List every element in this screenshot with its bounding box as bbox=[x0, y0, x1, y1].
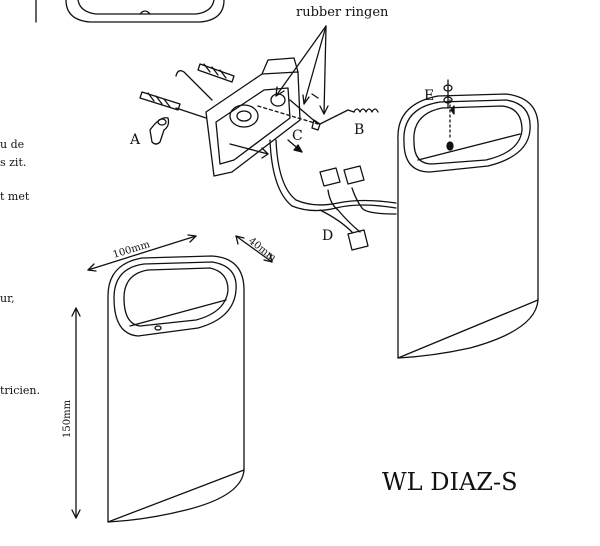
dim-height: 150mm bbox=[62, 399, 73, 438]
arrow-c bbox=[287, 139, 303, 153]
label-e: E bbox=[424, 88, 434, 104]
label-d: D bbox=[322, 228, 333, 244]
dim-depth: 40mm bbox=[246, 236, 278, 264]
side-text-5: tricien. bbox=[0, 384, 40, 397]
rubber-rings-label: rubber ringen bbox=[296, 5, 389, 20]
top-view-fragment bbox=[35, 0, 225, 23]
side-text-1: u de bbox=[0, 138, 25, 151]
side-text-4: ur, bbox=[0, 292, 15, 305]
knob-a bbox=[149, 117, 170, 145]
label-c: C bbox=[292, 128, 303, 144]
screw-e bbox=[443, 79, 455, 115]
lamp-dimensioned bbox=[107, 255, 245, 523]
wires bbox=[269, 139, 397, 233]
connector-blocks bbox=[319, 165, 369, 251]
dimension-lines bbox=[71, 234, 273, 519]
lamp-assembled bbox=[397, 93, 539, 359]
model-name: WL DIAZ-S bbox=[382, 468, 518, 496]
mounting-bracket bbox=[205, 57, 301, 177]
wall-plugs bbox=[139, 63, 235, 119]
label-a: A bbox=[129, 132, 141, 148]
side-text-3: t met bbox=[0, 190, 30, 203]
label-b: B bbox=[354, 122, 364, 138]
screws bbox=[229, 93, 321, 159]
rubber-rings-arrows bbox=[275, 25, 329, 115]
cable-spring bbox=[319, 108, 379, 125]
side-text-2: s zit. bbox=[0, 156, 27, 169]
